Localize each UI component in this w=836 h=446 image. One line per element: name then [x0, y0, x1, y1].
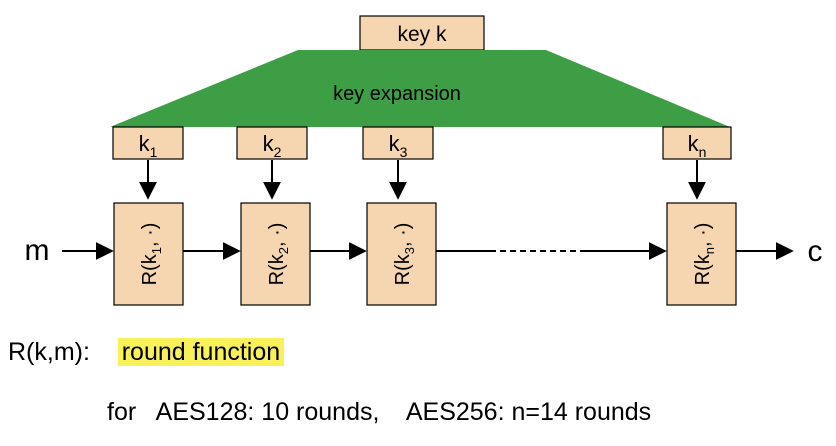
- aes256-rounds: AES256: n=14 rounds: [405, 398, 652, 426]
- subkey-label-2: k2: [263, 131, 282, 160]
- aes128-rounds: AES128: 10 rounds,: [155, 398, 380, 426]
- subkey-box-1: [112, 126, 184, 160]
- subkey-label-1: k1: [139, 131, 158, 160]
- subkey-label-3: k3: [389, 131, 408, 160]
- round-box-2: [240, 202, 311, 306]
- round-label-1: R(k1, ·): [139, 223, 164, 286]
- key-expansion-label: key expansion: [333, 83, 461, 105]
- round-function-definition: R(k,m): round function: [8, 338, 285, 367]
- round-box-3: [366, 202, 437, 306]
- subkey-label-n: kn: [688, 131, 707, 160]
- definition-term: R(k,m):: [8, 338, 90, 366]
- round-function-highlight: round function: [117, 338, 285, 366]
- input-label: m: [25, 234, 50, 267]
- key-label: key k: [397, 23, 447, 46]
- round-label-3: R(k3, ·): [392, 223, 417, 286]
- output-label: c: [808, 235, 823, 268]
- round-box-1: [113, 202, 184, 306]
- key-box: [359, 15, 485, 51]
- round-box-n: [666, 202, 737, 306]
- rounds-note-prefix: for: [107, 398, 137, 426]
- key-expansion-block: [110, 50, 730, 127]
- round-label-n: R(kn, ·): [692, 223, 717, 286]
- rounds-note: for AES128: 10 rounds, AES256: n=14 roun…: [107, 398, 651, 427]
- subkey-box-3: [362, 126, 434, 160]
- round-label-2: R(k2, ·): [266, 223, 291, 286]
- subkey-box-n: [662, 126, 732, 160]
- subkey-box-2: [236, 126, 308, 160]
